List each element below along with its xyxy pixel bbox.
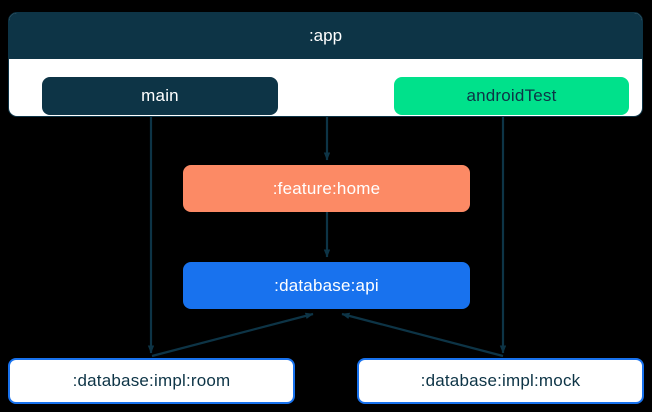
- source-set-androidtest-label: androidTest: [466, 86, 557, 105]
- cluster-app[interactable]: :app main androidTest: [8, 12, 643, 117]
- node-database-impl-room-label: :database:impl:room: [72, 371, 231, 390]
- node-database-api[interactable]: :database:api: [183, 262, 470, 309]
- cluster-app-title: :app: [9, 13, 642, 59]
- node-database-impl-mock-label: :database:impl:mock: [420, 371, 581, 390]
- source-set-androidtest[interactable]: androidTest: [394, 77, 629, 115]
- node-feature-home[interactable]: :feature:home: [183, 165, 470, 212]
- node-database-api-label: :database:api: [274, 275, 379, 295]
- edge-mock-to-database-api: [341, 312, 504, 358]
- source-set-main[interactable]: main: [42, 77, 278, 115]
- node-database-impl-mock[interactable]: :database:impl:mock: [357, 358, 644, 404]
- node-database-impl-room[interactable]: :database:impl:room: [8, 358, 295, 404]
- node-feature-home-label: :feature:home: [272, 178, 381, 198]
- edge-room-to-database-api: [151, 312, 314, 358]
- source-set-main-label: main: [141, 86, 179, 105]
